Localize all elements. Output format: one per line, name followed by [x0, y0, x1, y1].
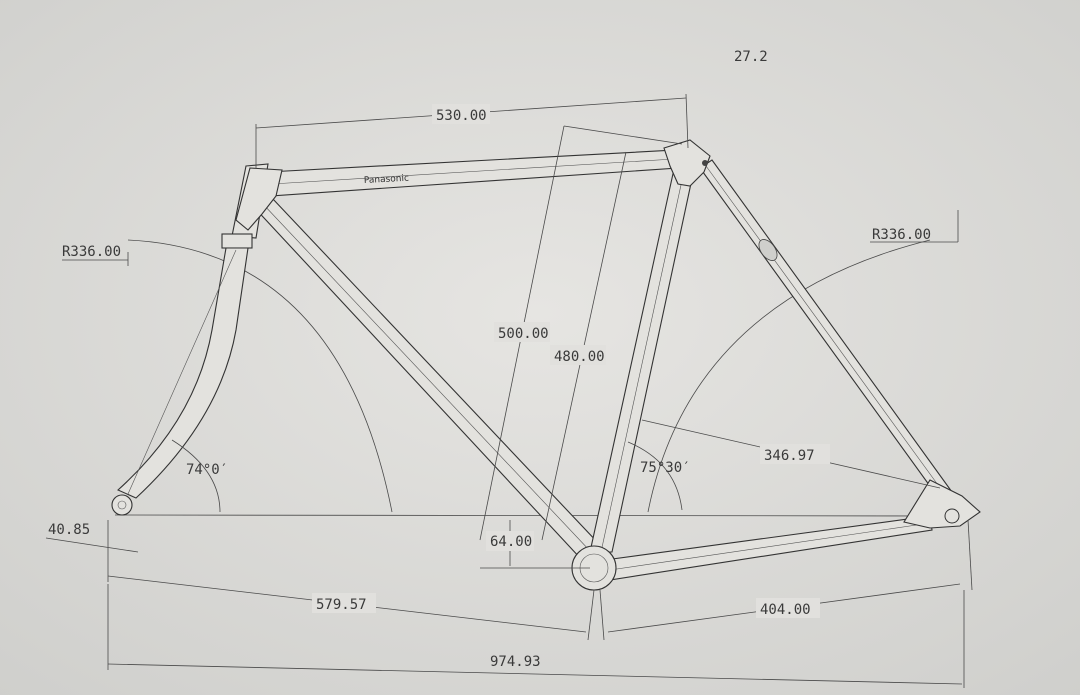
- head-angle-dim: 74°0′: [186, 462, 228, 478]
- seat-post-dim: 27.2: [734, 49, 768, 65]
- front-radius-arc: [127, 239, 393, 513]
- seat-lug: [663, 139, 711, 187]
- top-tube-dim: 530.00: [436, 108, 487, 124]
- front-dropout: [111, 494, 133, 516]
- rear-radius-arc: [647, 239, 931, 513]
- seat-tube-ctt-dim: 480.00: [554, 349, 605, 365]
- front-center-dim: 579.57: [316, 597, 367, 613]
- wheelbase-dim: 974.93: [490, 654, 541, 670]
- fork-blade: [117, 247, 249, 499]
- stay-decal: [758, 239, 778, 261]
- rear-radius-dim: R336.00: [872, 227, 931, 243]
- rear-dropout: [903, 479, 981, 529]
- fork-crown: [221, 233, 253, 249]
- seat-angle-dim: 75°30′: [640, 460, 691, 476]
- axle-line: [114, 514, 961, 517]
- seatstay-dim: 346.97: [764, 448, 815, 464]
- head-lug: [235, 167, 283, 231]
- fork-offset-dim: 40.85: [48, 522, 90, 538]
- brand-label: Panasonic: [364, 174, 410, 186]
- chainstay-dim: 404.00: [760, 602, 811, 618]
- seat-tube-ctc-dim: 500.00: [498, 326, 549, 342]
- head-radius-dim: R336.00: [62, 244, 121, 260]
- bb-drop-dim: 64.00: [490, 534, 532, 550]
